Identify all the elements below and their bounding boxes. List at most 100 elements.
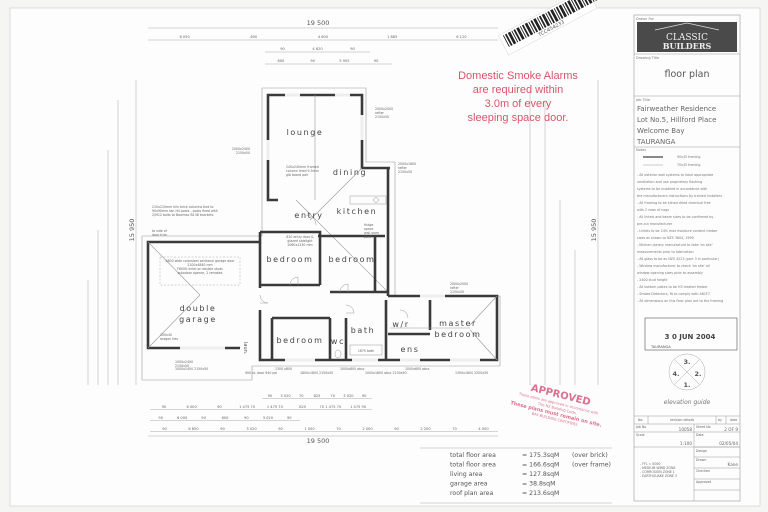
sheet-no-label: Sheet No [696, 425, 711, 429]
room-bedroom-3: bedroom [277, 336, 324, 345]
dimension-label: 70 [330, 394, 335, 398]
area-label: roof plan area [450, 490, 493, 497]
plan-annotation: to side of [152, 229, 168, 233]
dimension-label: 5 905 [339, 59, 349, 63]
plan-annotation: 2000x2400 [232, 147, 250, 151]
area-label: total floor area [450, 462, 496, 469]
rev-header-no: No. [638, 418, 643, 422]
drawn-label: Drawn [696, 458, 706, 462]
room-garage-line1: double [180, 304, 217, 313]
received-stamp [644, 317, 738, 351]
barcode-bar [502, 35, 510, 48]
plan-annotation: gib board pair [286, 173, 309, 177]
dimension-label: 1 475 90 [350, 405, 367, 409]
legend-90x45: 90x45 framing [677, 155, 700, 159]
dimension-label: 90 [268, 394, 273, 398]
plan-annotation: 900 st. door 940 pel [245, 371, 277, 375]
dimension-label: 70 [299, 394, 304, 398]
plan-annotation: 2000x2000 [450, 282, 468, 286]
dimension-label: 90 [278, 427, 283, 431]
plan-annotation: 1000x2400 2150x50 [175, 367, 208, 371]
design-label: Design [696, 449, 707, 453]
plan-annotation: glazed sidelight [287, 239, 313, 243]
dimension-label: 6 000 [177, 416, 188, 420]
area-value: = 38.8sqM [522, 481, 555, 488]
dimension-label: 70 1 475 70 [320, 405, 342, 409]
date: 02/05/04 [719, 441, 738, 446]
approved-label: Approved [696, 480, 711, 484]
dimension-label: 3 020 [280, 394, 291, 398]
area-value: = 175.3sqM [522, 452, 559, 459]
area-schedule: total floor area= 175.3sqM(over brick)to… [450, 452, 611, 497]
barcode-bar [547, 11, 556, 24]
dimension-label: 600 [222, 416, 230, 420]
note-line: - Smoke Detectors, fit to comply with A6… [637, 292, 710, 296]
plan-annotation: 90x90mm tan H4 posts - posts fixed with [152, 209, 218, 213]
dimension-label: 6 000 [186, 405, 197, 409]
room-master-line1: master [439, 319, 477, 328]
dimension-label: 825 [314, 394, 321, 398]
dimension-label: 90 [220, 427, 225, 431]
dimension-label: 4 000 [478, 427, 489, 431]
barcode-label: TCC454233 [498, 0, 598, 56]
room-ens: ens [401, 345, 420, 354]
plan-annotation: 2150x50 [398, 170, 412, 174]
stamp-date: 3 0 JUN 2004 [665, 333, 716, 341]
dimension-label: 70 [336, 427, 341, 431]
dimension-label: 90 [350, 47, 355, 51]
smoke-alarm-notice: Domestic Smoke Alarms are required withi… [458, 70, 578, 124]
dimension-label: 4 800 [318, 35, 329, 39]
note-line: ventilation and use proprietary flashing [637, 180, 702, 184]
dimension-label: 90 [374, 59, 379, 63]
plan-annotation: rafter [398, 166, 408, 170]
barcode-bar [521, 24, 530, 37]
dimension-label: 70 [452, 427, 457, 431]
elevation-4: 4. [673, 370, 680, 378]
barcode-bar [536, 17, 544, 29]
barcode-bar [538, 15, 547, 28]
barcode-bar [541, 13, 551, 27]
job-line: Lot No.5, Hillford Place [637, 116, 716, 124]
notice-line: Domestic Smoke Alarms [458, 70, 578, 82]
barcode-bar [530, 20, 539, 33]
job-title-label: Job Title [635, 98, 650, 102]
dimension-label: 2 200 [420, 427, 431, 431]
barcode-bar [519, 26, 527, 38]
plan-annotation: 2000x2000 [375, 107, 393, 111]
elevation-2: 2. [695, 370, 702, 378]
zone-note: - EARTHQUAKE ZONE 3 [640, 474, 677, 478]
plan-annotation: rafter [450, 286, 460, 290]
logo-line1: CLASSIC [666, 33, 708, 43]
plan-annotation: 2000x1800 [398, 162, 416, 166]
note-line: - All bottom plates to be H3 treated tim… [637, 285, 708, 289]
plan-annotation: 4800 wide colorsteel sectional garage do… [166, 259, 236, 263]
elevation-1: 1. [684, 381, 691, 389]
note-line: - Kitchen joinery manufacture to take 'o… [637, 243, 713, 247]
plan-annotation: dragon ties [160, 337, 178, 341]
elevation-guide: 1. 2. 3. 4. elevation guide [664, 353, 711, 406]
overall-depth-right: 15 950 [590, 219, 598, 242]
drawn-by: Kane [728, 462, 739, 467]
room-bath: bath [351, 326, 376, 335]
note-line: - All dimensions on this floor plan are … [637, 299, 723, 303]
barcode-bar [562, 3, 570, 16]
dimension-label: 90 [162, 405, 167, 409]
zone-note: - CORROSION ZONE 1 [640, 470, 675, 474]
area-value: = 213.6sqM [522, 490, 559, 497]
dimension-label: 90 [244, 416, 249, 420]
note-line: - All exterior wall systems to have appr… [637, 173, 713, 177]
dimension-label: 90 [201, 416, 206, 420]
note-line: sizes as shown to NZS 3604, 1999 [637, 236, 694, 240]
drawn-for-label: Drawn For [636, 17, 655, 21]
room-entry: entry [294, 211, 323, 220]
barcode-bar [575, 0, 585, 9]
barcode-bar [550, 9, 559, 22]
barcode-bar [558, 4, 568, 18]
job-line: TAURANGA [636, 138, 676, 146]
scale-label: Scale [636, 433, 645, 437]
plan-annotation: 1000x2400 [175, 360, 193, 364]
dimension-label: 1 475 70 [239, 405, 256, 409]
room-dining: dining [333, 168, 367, 177]
plan-annotation: rafter [375, 111, 385, 115]
dimension-label: 6 650 [188, 427, 199, 431]
